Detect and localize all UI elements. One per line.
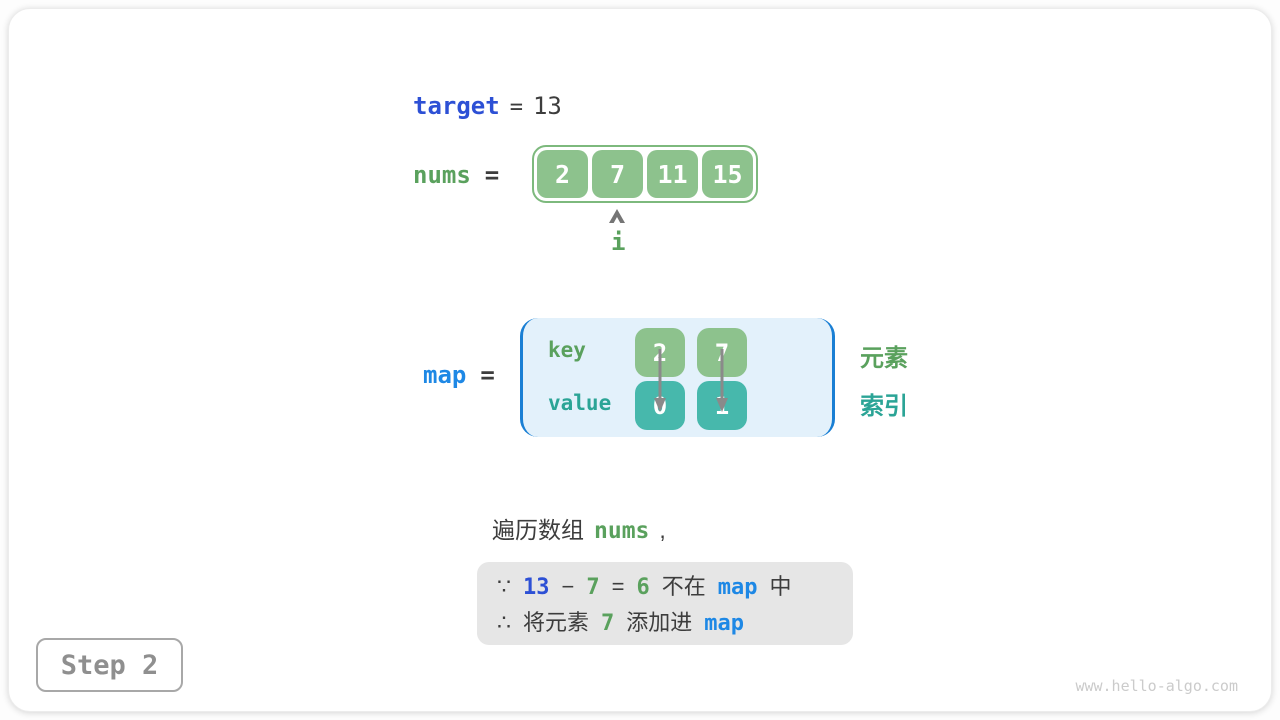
array-cell: 11 — [647, 150, 698, 198]
map-variable: map — [423, 361, 467, 389]
equals-sign: = — [509, 95, 523, 120]
caption-text: 遍历数组 — [492, 517, 584, 543]
map-box: key value 2 7 0 1 — [520, 318, 835, 437]
key-row-label: key — [548, 338, 586, 362]
nums-variable: nums — [413, 161, 471, 189]
note-text: 添加进 — [626, 610, 693, 635]
value-row-label: value — [548, 391, 612, 415]
target-number: 13 — [523, 575, 550, 600]
key-to-value-arrow-icon — [716, 349, 728, 412]
element-number: 7 — [586, 575, 600, 600]
note-text: 中 — [769, 574, 792, 599]
legend-index-label: 索引 — [860, 393, 908, 420]
difference-number: 6 — [636, 575, 650, 600]
watermark: www.hello-algo.com — [1075, 677, 1238, 695]
caption-line: 遍历数组 nums, — [492, 511, 666, 545]
pointer-label: i — [611, 228, 626, 256]
array-cell: 2 — [537, 150, 588, 198]
element-number: 7 — [601, 611, 615, 636]
step-badge: Step 2 — [36, 638, 183, 692]
key-to-value-arrow-icon — [654, 349, 666, 412]
equals-sign: = — [611, 574, 625, 599]
note-text: 不在 — [661, 574, 706, 599]
equals-sign: = — [480, 361, 495, 389]
note-line-1: ∵ 13−7 = 6 不在 map 中 — [497, 569, 853, 605]
caption-comma: , — [659, 517, 666, 543]
target-line: target = 13 — [413, 92, 562, 121]
target-variable: target — [413, 92, 500, 120]
because-symbol: ∵ — [497, 574, 511, 599]
nums-line: nums = — [413, 161, 499, 190]
caption-code: nums — [594, 518, 650, 544]
equals-sign: = — [484, 161, 500, 189]
pointer-arrow-icon — [609, 209, 625, 228]
array-cell: 15 — [702, 150, 753, 198]
map-code: map — [717, 575, 758, 600]
target-value: 13 — [532, 92, 562, 120]
map-line: map = — [423, 361, 495, 390]
map-key-cell: 7 — [697, 328, 747, 377]
map-code: map — [704, 611, 745, 636]
minus-sign: − — [561, 574, 575, 599]
note-text: 将元素 — [523, 610, 590, 635]
note-line-2: ∴ 将元素 7 添加进 map — [497, 605, 853, 641]
therefore-symbol: ∴ — [497, 610, 511, 635]
nums-array: 2 7 11 15 — [532, 145, 758, 203]
legend-element-label: 元素 — [860, 345, 908, 372]
array-cell: 7 — [592, 150, 643, 198]
